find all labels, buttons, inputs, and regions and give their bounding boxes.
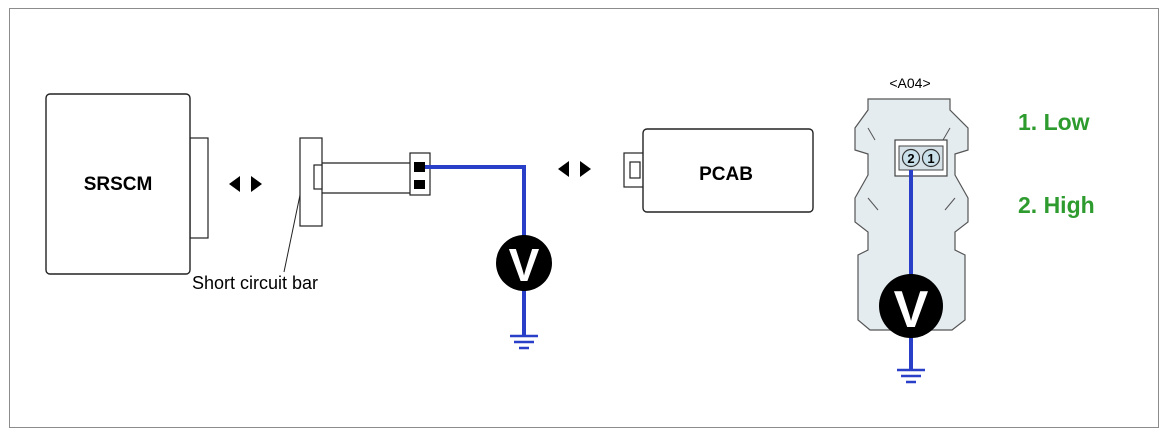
connect-arrows-left (229, 176, 262, 192)
voltmeter-symbol: V (894, 281, 929, 339)
pin-legend-low: 1. Low (1018, 109, 1090, 135)
voltmeter-circuit-1: V (425, 165, 552, 350)
short-circuit-bar: Short circuit bar (192, 137, 410, 293)
short-circuit-bar-label: Short circuit bar (192, 273, 318, 293)
srscm-module: SRSCM (45, 93, 209, 275)
pin-2-label: 2 (907, 151, 914, 166)
ground-icon (897, 368, 925, 384)
pin-legend-high: 2. High (1018, 192, 1095, 218)
pin-legend: 1. Low 2. High (1018, 109, 1095, 218)
connect-arrows-right (558, 161, 591, 177)
pcab-module: PCAB (623, 128, 814, 213)
pin-1-label: 1 (927, 151, 934, 166)
voltmeter-circuit-2: V (879, 170, 943, 384)
voltmeter-icon (879, 274, 943, 338)
pcab-label: PCAB (699, 164, 753, 185)
pin-1 (921, 148, 941, 168)
voltmeter-symbol: V (509, 239, 540, 291)
srscm-label: SRSCM (84, 174, 153, 195)
connector-name: <A04> (889, 75, 930, 91)
pin-2 (901, 148, 921, 168)
voltmeter-icon (496, 235, 552, 291)
harness-connector (409, 152, 431, 196)
ground-icon (510, 334, 538, 350)
